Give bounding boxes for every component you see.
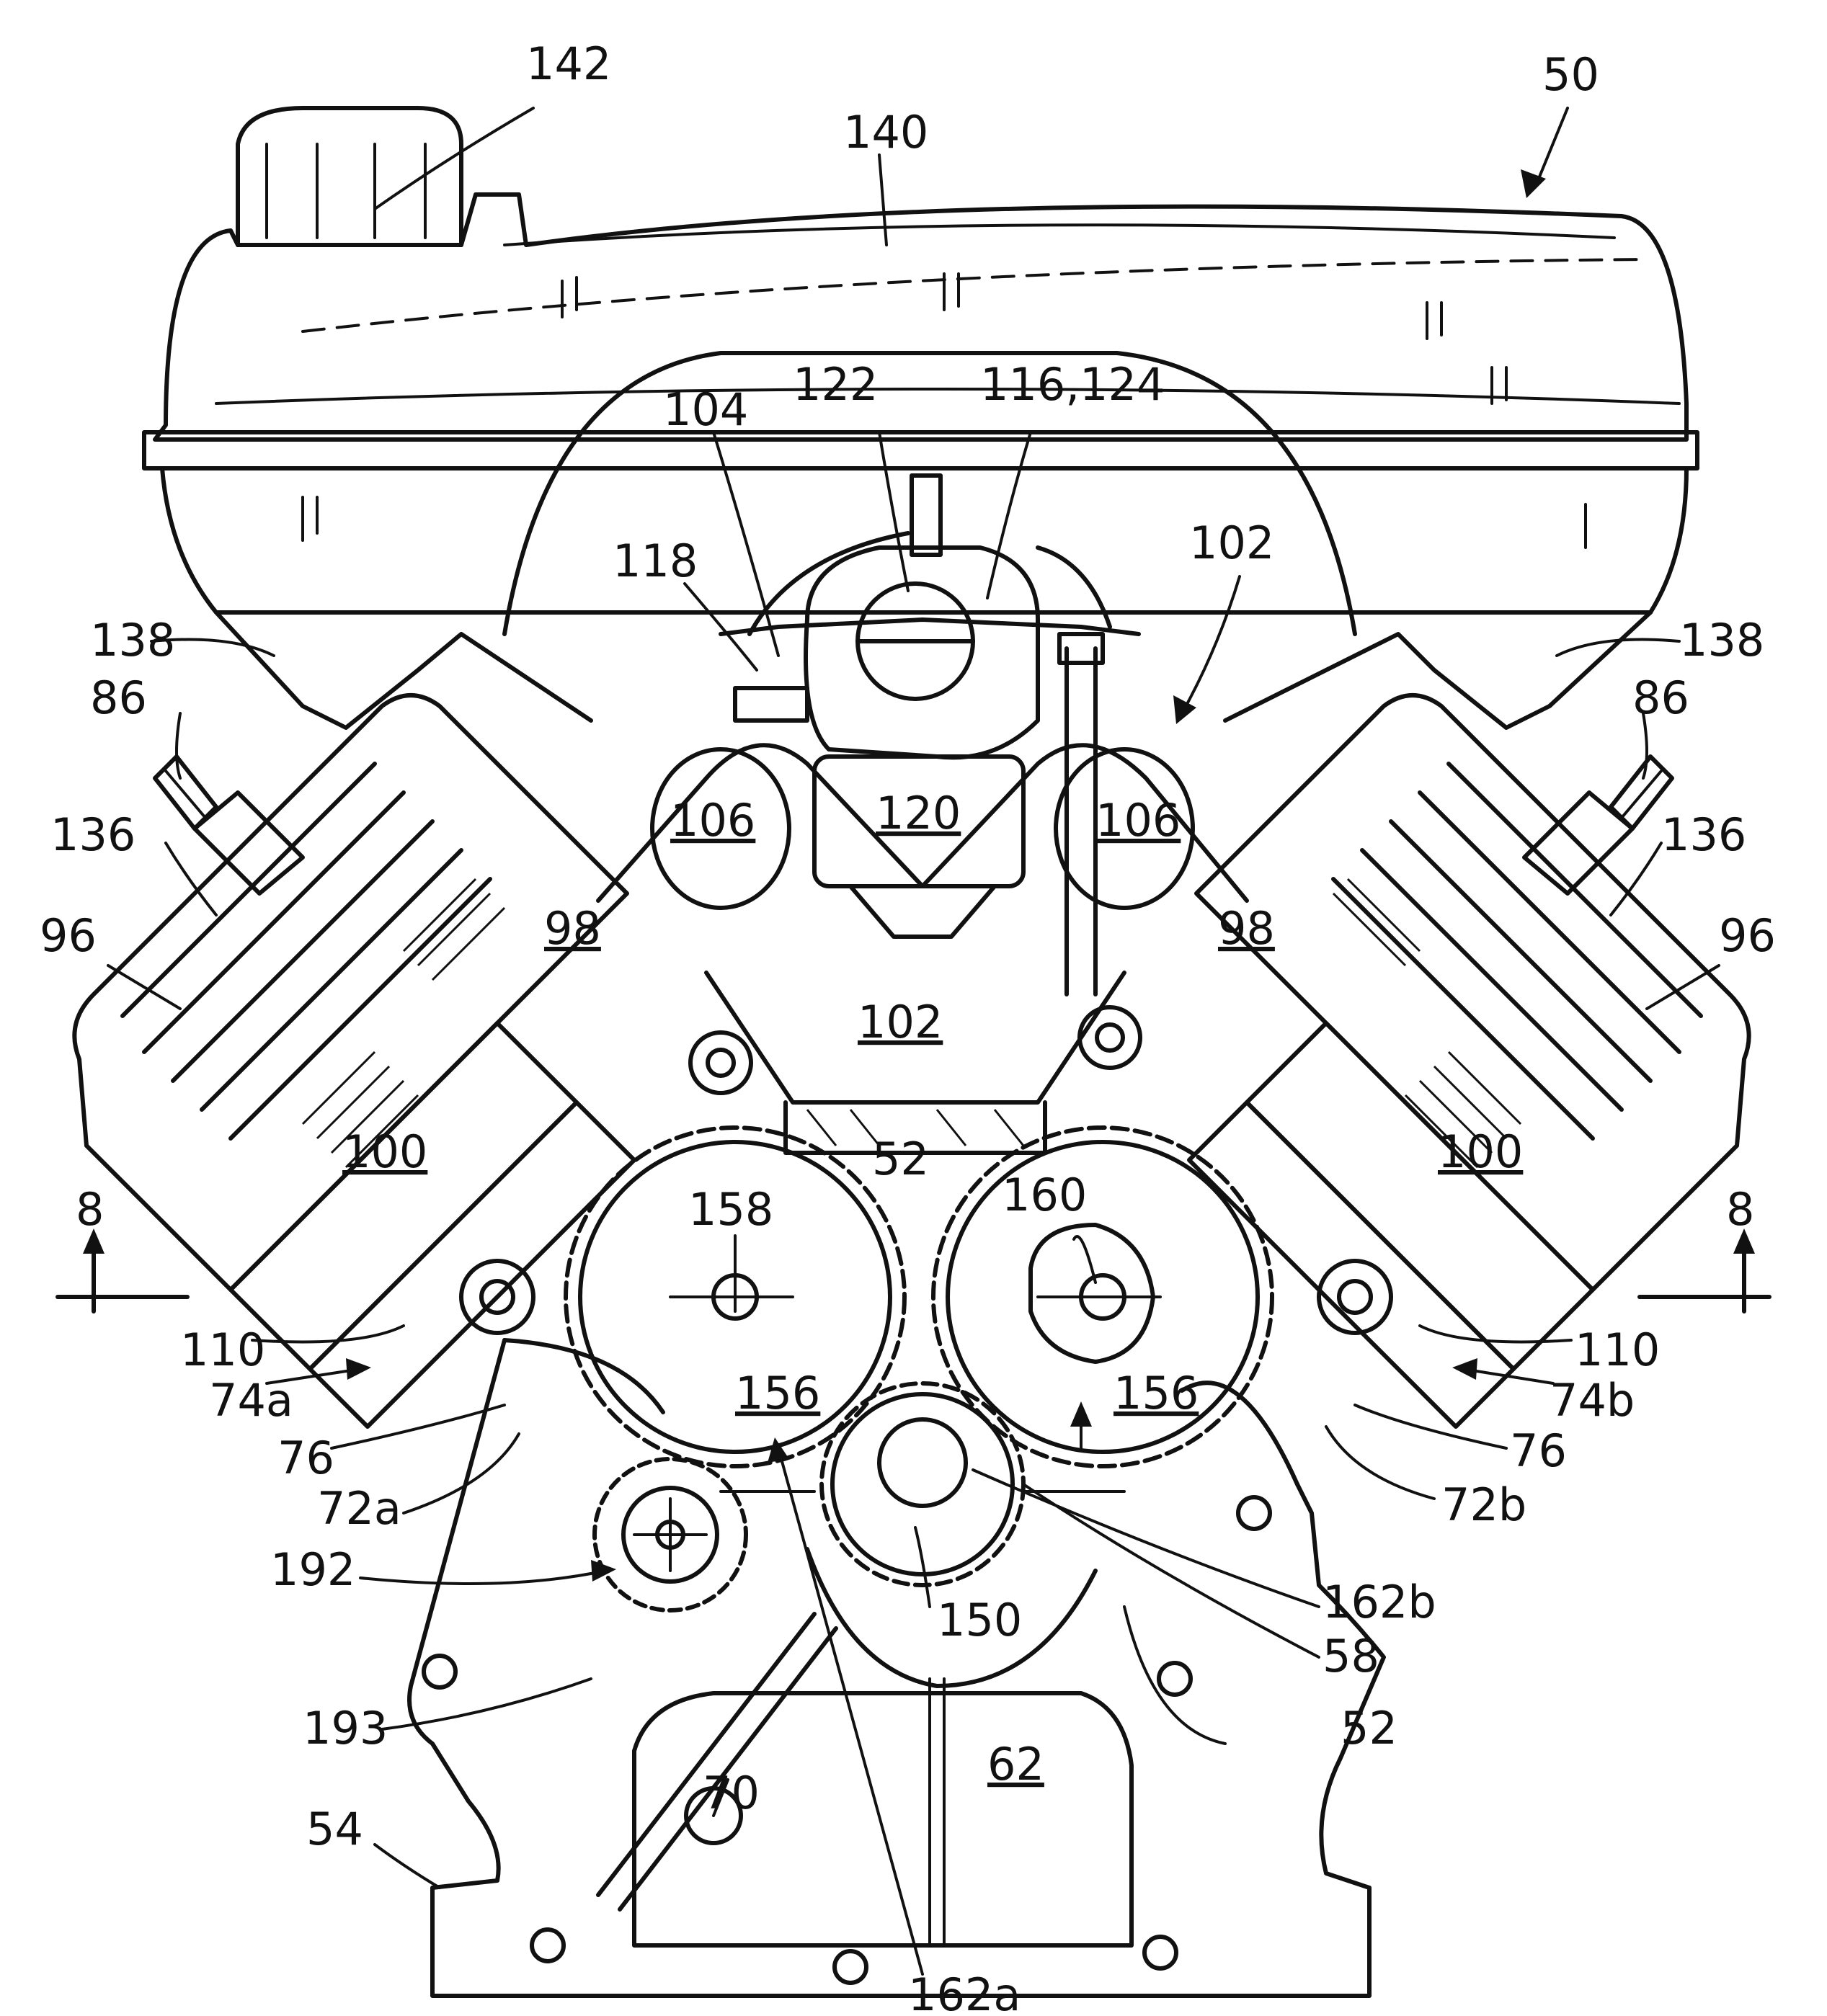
label-138-right: 138 (1679, 614, 1764, 666)
left-cylinder-head (74, 695, 634, 1427)
label-138-left: 138 (90, 614, 175, 666)
label-100-left: 100 (342, 1125, 427, 1178)
label-162a: 162a (908, 1968, 1021, 2016)
label-162b: 162b (1323, 1576, 1436, 1628)
label-96-right: 96 (1719, 909, 1776, 962)
label-120: 120 (876, 787, 961, 839)
label-76-left: 76 (277, 1432, 334, 1484)
section-line-8 (58, 1228, 1769, 1311)
label-50: 50 (1542, 48, 1599, 101)
label-116-124: 116,124 (980, 358, 1165, 411)
label-98-right: 98 (1218, 902, 1275, 955)
label-70: 70 (703, 1767, 760, 1819)
label-100-right: 100 (1438, 1125, 1523, 1178)
label-140: 140 (843, 106, 928, 159)
label-156-right: 156 (1113, 1367, 1199, 1419)
label-142: 142 (526, 37, 611, 90)
shroud-baffles (216, 353, 1650, 728)
filler-cap (238, 108, 461, 245)
label-156-left: 156 (735, 1367, 820, 1419)
label-102-top: 102 (1189, 517, 1274, 569)
right-cylinder-head (1189, 695, 1749, 1427)
label-8-right: 8 (1726, 1183, 1754, 1236)
label-72a: 72a (317, 1482, 401, 1535)
label-86-left: 86 (90, 672, 147, 724)
label-110-left: 110 (180, 1324, 265, 1376)
crankcase (409, 1340, 1384, 1996)
label-86-right: 86 (1632, 672, 1689, 724)
reference-labels: 50 142 140 104 122 116,124 118 102 138 1… (40, 37, 1776, 2016)
label-76-right: 76 (1510, 1424, 1567, 1477)
label-52-bottom: 52 (1341, 1702, 1397, 1754)
oil-pump-gear (595, 1459, 746, 1610)
label-158: 158 (688, 1183, 773, 1236)
label-136-right: 136 (1661, 808, 1746, 861)
label-106-left: 106 (670, 794, 755, 847)
label-104: 104 (663, 383, 748, 436)
label-8-left: 8 (76, 1183, 104, 1236)
label-74b: 74b (1550, 1374, 1635, 1427)
label-150: 150 (937, 1594, 1022, 1646)
label-136-left: 136 (50, 808, 135, 861)
label-96-left: 96 (40, 909, 97, 962)
label-106-right: 106 (1095, 794, 1181, 847)
label-98-left: 98 (544, 902, 601, 955)
label-58: 58 (1323, 1630, 1379, 1682)
label-193: 193 (303, 1702, 388, 1754)
label-110-right: 110 (1575, 1324, 1660, 1376)
label-102-mid: 102 (858, 996, 943, 1048)
label-118: 118 (613, 535, 698, 587)
left-spark-plug (155, 757, 303, 893)
label-52-top: 52 (872, 1133, 929, 1185)
label-160: 160 (1002, 1169, 1087, 1221)
label-122: 122 (793, 358, 878, 411)
label-72b: 72b (1441, 1478, 1526, 1531)
label-74a: 74a (209, 1374, 293, 1427)
label-54: 54 (306, 1803, 363, 1855)
label-192: 192 (270, 1543, 355, 1596)
label-62: 62 (987, 1738, 1044, 1790)
right-spark-plug (1524, 757, 1672, 893)
carburetor (735, 476, 1110, 994)
